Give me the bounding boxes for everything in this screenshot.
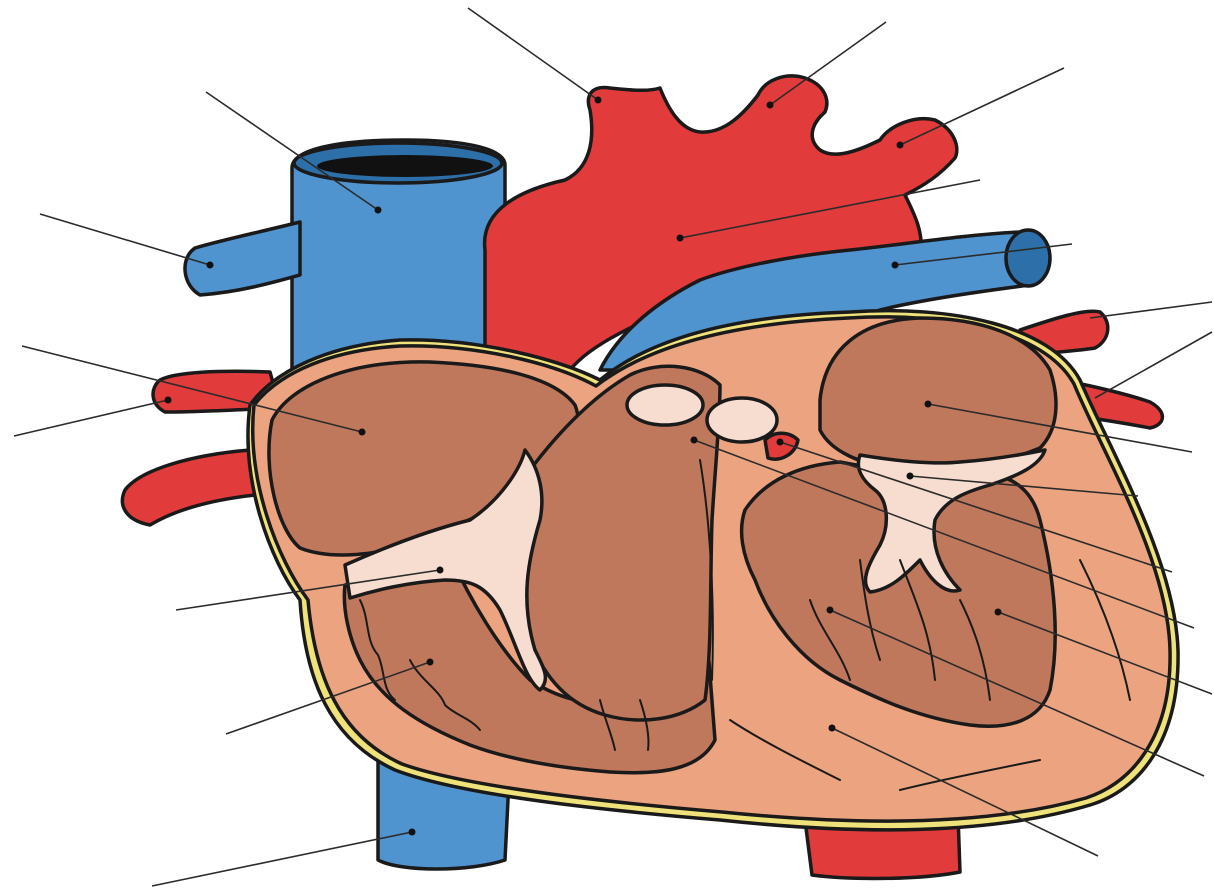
leader-line-2 — [770, 22, 886, 105]
leader-line-21 — [152, 832, 412, 886]
aortic-valve — [707, 398, 777, 442]
leader-line-6 — [40, 214, 210, 265]
azygos-vein — [185, 222, 300, 295]
right-pulmonary-vein-lower — [122, 450, 255, 525]
leader-line-11 — [14, 400, 168, 436]
left-atrium — [820, 318, 1056, 468]
pulmonary-artery-opening — [1006, 230, 1050, 286]
superior-vena-cava-lumen — [317, 155, 493, 177]
leader-line-9 — [1095, 332, 1212, 398]
leader-line-3 — [900, 68, 1064, 145]
leader-line-8 — [1090, 302, 1212, 318]
leader-line-1 — [468, 8, 598, 100]
pulmonary-valve — [627, 385, 703, 425]
